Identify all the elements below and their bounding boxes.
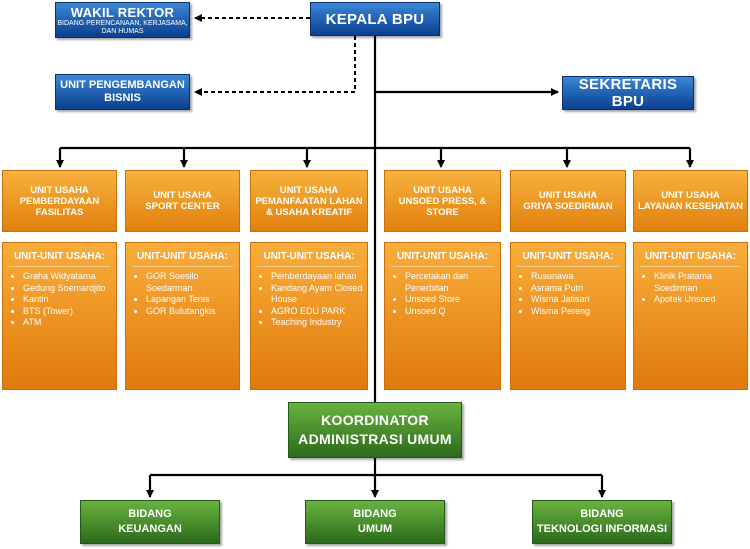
unit-usaha-list-item: BTS (Tower)	[23, 306, 112, 318]
unit-usaha-name-line: UNIT USAHA	[661, 190, 720, 201]
unit-usaha-list: RusunawaAsrama PutriWisma JatisariWisma …	[511, 271, 625, 317]
unit-usaha-name-line: GRIYA SOEDIRMAN	[523, 201, 613, 212]
unit-usaha-list-item: Wisma Jatisari	[531, 294, 621, 306]
unit-usaha-name-line: STORE	[426, 206, 459, 218]
unit-usaha-list-item: AGRO EDU PARK	[271, 306, 363, 318]
unit-usaha-list-item: Graha Widyatama	[23, 271, 112, 283]
unit-usaha-list-item: Lapangan Tenis	[146, 294, 235, 306]
unit-usaha-panel-heading: UNIT-UNIT USAHA:	[517, 243, 619, 267]
bidang-teknologi-line-2: TEKNOLOGI INFORMASI	[536, 523, 668, 535]
bidang-keuangan-box: BIDANG KEUANGAN	[80, 500, 220, 544]
unit-usaha-panel-heading: UNIT-UNIT USAHA:	[132, 243, 233, 267]
bidang-umum-line-1: BIDANG	[353, 508, 397, 520]
kepala-bpu-box: KEPALA BPU	[310, 2, 440, 36]
bidang-keuangan-line-1: BIDANG	[128, 508, 172, 520]
unit-usaha-name-line: UNIT USAHA	[30, 184, 89, 196]
unit-pengembangan-line-1: UNIT PENGEMBANGAN	[60, 79, 185, 91]
unit-usaha-list-item: Asrama Putri	[531, 283, 621, 295]
bidang-keuangan-line-2: KEUANGAN	[118, 523, 182, 535]
sekretaris-bpu-label: SEKRETARIS BPU	[578, 76, 678, 110]
unit-usaha-name-line: LAYANAN KESEHATAN	[637, 201, 744, 212]
unit-usaha-name-line: UNIT USAHA	[153, 190, 212, 201]
unit-usaha-list-item: Kantin	[23, 294, 112, 306]
unit-usaha-panel-3: UNIT-UNIT USAHA: Pemberdayaan lahanKandan…	[250, 242, 368, 390]
unit-usaha-list-item: GOR Bulutangkis	[146, 306, 235, 318]
dotted-pengembangan-line	[194, 36, 356, 96]
unit-usaha-name-line: UNSOED PRESS, &	[398, 195, 487, 207]
unit-usaha-panel-1: UNIT-UNIT USAHA: Graha WidyatamaGedung So…	[2, 242, 117, 390]
bidang-umum-box: BIDANG UMUM	[305, 500, 445, 544]
unit-usaha-panel-5: UNIT-UNIT USAHA:RusunawaAsrama PutriWism…	[510, 242, 626, 390]
unit-usaha-list: Klinik Pratama SoedirmanApotek Unsoed	[634, 271, 747, 306]
unit-usaha-list-item: Wisma Pereng	[531, 306, 621, 318]
unit-usaha-list-item: Unsoed Store	[405, 294, 496, 306]
unit-usaha-list-item: Rusunawa	[531, 271, 621, 283]
unit-usaha-name-line: PEMBERDAYAAN	[19, 195, 100, 207]
wakil-rektor-title: WAKIL REKTOR	[70, 4, 175, 20]
unit-usaha-list-item: Unsoed Q	[405, 306, 496, 318]
bidang-umum-line-2: UMUM	[357, 523, 393, 535]
unit-pengembangan-line-2: BISNIS	[104, 92, 141, 104]
unit-usaha-panel-heading: UNIT-UNIT USAHA:	[640, 243, 741, 267]
unit-usaha-list-item: Klinik Pratama Soedirman	[654, 271, 743, 294]
unit-usaha-list-item: Teaching Industry	[271, 317, 363, 329]
unit-usaha-list: GOR Soesilo SoedarmanLapangan TenisGOR B…	[126, 271, 239, 317]
unit-usaha-name-line: SPORT CENTER	[145, 201, 220, 212]
unit-pengembangan-box: UNIT PENGEMBANGAN BISNIS	[55, 74, 190, 110]
kepala-bpu-label: KEPALA BPU	[325, 10, 425, 28]
unit-usaha-list-item: Pemberdayaan lahan	[271, 271, 363, 283]
unit-usaha-list: Graha WidyatamaGedung SoemardjitoKantinB…	[3, 271, 116, 329]
unit-usaha-name-line: UNIT USAHA	[413, 184, 472, 196]
unit-usaha-list-item: ATM	[23, 317, 112, 329]
unit-usaha-list-item: Percetakan dan Penerbitan	[405, 271, 496, 294]
unit-usaha-name-line: & USAHA KREATIF	[265, 206, 353, 218]
bidang-teknologi-line-1: BIDANG	[580, 508, 624, 520]
unit-usaha-list: Percetakan dan PenerbitanUnsoed StoreUns…	[385, 271, 500, 317]
unit-usaha-name-line: PEMANFAATAN LAHAN	[255, 195, 363, 207]
unit-usaha-name-line: UNIT USAHA	[279, 184, 339, 196]
unit-usaha-panel-6: UNIT-UNIT USAHA: Klinik Pratama Soedirman…	[633, 242, 748, 390]
koordinator-box: KOORDINATOR ADMINISTRASI UMUM	[288, 402, 462, 458]
koordinator-line-2: ADMINISTRASI UMUM	[298, 431, 452, 447]
unit-usaha-panel-heading: UNIT-UNIT USAHA:	[391, 243, 494, 267]
wakil-rektor-subtitle-1: BIDANG PERENCANAAN, KERJASAMA,	[57, 19, 188, 27]
unit-usaha-name-line: UNIT USAHA	[538, 190, 598, 201]
unit-usaha-list-item: Apotek Unsoed	[654, 294, 743, 306]
wakil-rektor-subtitle-2: DAN HUMAS	[101, 27, 144, 35]
unit-usaha-list: Pemberdayaan lahanKandang Ayam Closed Ho…	[251, 271, 367, 329]
wakil-rektor-box: WAKIL REKTOR BIDANG PERENCANAAN, KERJASA…	[55, 2, 190, 38]
unit-usaha-panel-heading: UNIT-UNIT USAHA:	[257, 243, 361, 267]
koordinator-line-1: KOORDINATOR	[321, 412, 429, 428]
unit-usaha-list-item: GOR Soesilo Soedarman	[146, 271, 235, 294]
unit-usaha-panel-4: UNIT-UNIT USAHA: Percetakan dan Penerbita…	[384, 242, 501, 390]
bidang-teknologi-informasi-box: BIDANG TEKNOLOGI INFORMASI	[532, 500, 672, 544]
unit-usaha-list-item: Kandang Ayam Closed House	[271, 283, 363, 306]
unit-usaha-panel-heading: UNIT-UNIT USAHA:	[9, 243, 110, 267]
unit-usaha-name-line: FASILITAS	[35, 206, 84, 218]
unit-usaha-list-item: Gedung Soemardjito	[23, 283, 112, 295]
unit-usaha-panel-2: UNIT-UNIT USAHA: GOR Soesilo SoedarmanLap…	[125, 242, 240, 390]
sekretaris-bpu-box: SEKRETARIS BPU	[562, 76, 694, 110]
